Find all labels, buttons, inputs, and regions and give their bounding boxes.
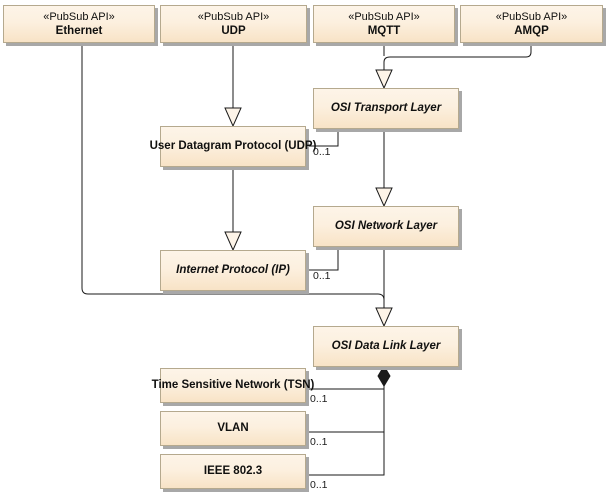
composition-diamond-datalink bbox=[377, 365, 391, 387]
node-udp-api[interactable]: «PubSub API» UDP bbox=[160, 5, 307, 43]
node-user-datagram-protocol[interactable]: User Datagram Protocol (UDP) bbox=[150, 126, 316, 167]
node-ieee-802-3[interactable]: IEEE 802.3 bbox=[160, 454, 306, 489]
stereotype-label: «PubSub API» bbox=[197, 10, 270, 23]
stereotype-label: «PubSub API» bbox=[348, 10, 420, 23]
node-label: MQTT bbox=[367, 24, 401, 37]
node-label: AMQP bbox=[514, 24, 549, 37]
stereotype-label: «PubSub API» bbox=[43, 10, 115, 23]
node-osi-transport-layer[interactable]: OSI Transport Layer bbox=[313, 88, 459, 129]
node-label: VLAN bbox=[217, 422, 249, 434]
node-mqtt[interactable]: «PubSub API» MQTT bbox=[313, 5, 455, 43]
multiplicity-label-udp: 0..1 bbox=[313, 146, 331, 158]
multiplicity-label-ieee: 0..1 bbox=[310, 479, 328, 491]
generalization-arrow-udpproto bbox=[224, 107, 242, 128]
node-amqp[interactable]: «PubSub API» AMQP bbox=[460, 5, 603, 43]
node-label: OSI Network Layer bbox=[334, 220, 438, 232]
node-osi-data-link-layer[interactable]: OSI Data Link Layer bbox=[313, 326, 459, 367]
node-label: IEEE 802.3 bbox=[203, 465, 263, 477]
node-label: User Datagram Protocol (UDP) bbox=[149, 140, 317, 152]
edge-network-composition-ip bbox=[306, 247, 339, 271]
node-time-sensitive-network[interactable]: Time Sensitive Network (TSN) bbox=[152, 368, 314, 403]
node-label: Time Sensitive Network (TSN) bbox=[151, 379, 315, 391]
edge-amqp-to-transport bbox=[383, 43, 532, 70]
node-label: Ethernet bbox=[55, 24, 103, 37]
multiplicity-label-tsn: 0..1 bbox=[310, 393, 328, 405]
node-label: Internet Protocol (IP) bbox=[176, 264, 290, 276]
multiplicity-label-ip: 0..1 bbox=[313, 270, 331, 282]
node-label: OSI Data Link Layer bbox=[331, 340, 441, 352]
multiplicity-label-vlan: 0..1 bbox=[310, 436, 328, 448]
node-vlan[interactable]: VLAN bbox=[160, 411, 306, 446]
node-internet-protocol[interactable]: Internet Protocol (IP) bbox=[160, 250, 306, 291]
generalization-arrow-datalink bbox=[375, 307, 393, 328]
node-osi-network-layer[interactable]: OSI Network Layer bbox=[313, 206, 459, 247]
node-ethernet[interactable]: «PubSub API» Ethernet bbox=[3, 5, 155, 43]
generalization-arrow-ip bbox=[224, 231, 242, 252]
stereotype-label: «PubSub API» bbox=[495, 10, 568, 23]
node-label: UDP bbox=[221, 24, 246, 37]
generalization-arrow-transport bbox=[375, 69, 393, 90]
generalization-arrow-network bbox=[375, 187, 393, 208]
node-label: OSI Transport Layer bbox=[330, 102, 442, 114]
